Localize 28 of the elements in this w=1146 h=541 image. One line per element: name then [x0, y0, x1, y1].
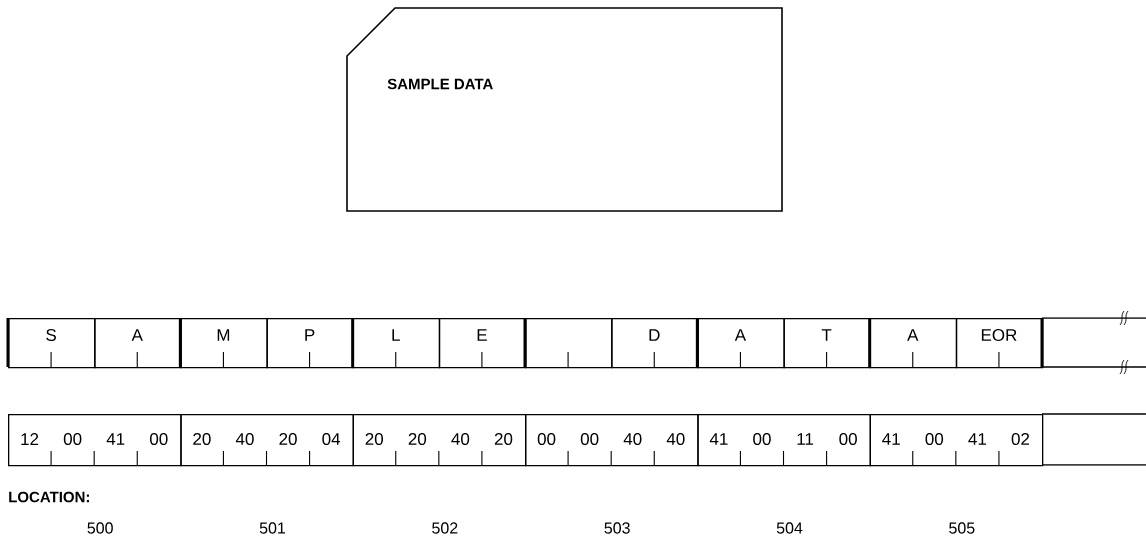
- location-number: 505: [949, 522, 975, 534]
- location-heading: LOCATION:: [9, 491, 89, 503]
- character-cell: A: [869, 318, 958, 369]
- location-number: 500: [87, 522, 113, 534]
- location-number: 501: [259, 522, 286, 534]
- character-cell: D: [611, 318, 699, 369]
- location-number: 504: [776, 522, 803, 534]
- word-cell: 00 00 40 40: [525, 414, 699, 467]
- character-cell: [525, 318, 613, 369]
- character-cell: EOR: [955, 318, 1044, 369]
- character-cell: S: [8, 318, 96, 369]
- character-cell: P: [266, 318, 354, 369]
- character-cell: T: [783, 318, 871, 369]
- word-cell: 12 00 41 00: [8, 414, 182, 467]
- character-cell: E: [438, 318, 527, 369]
- character-cell: A: [697, 318, 785, 369]
- open-cell: [1041, 413, 1146, 466]
- location-number: 503: [604, 522, 630, 534]
- card-drawing: SAMPLE DATA: [346, 7, 783, 212]
- character-cell: M: [180, 318, 268, 369]
- word-cell: 20 20 40 20: [352, 414, 527, 467]
- character-cell: A: [94, 318, 182, 369]
- character-cell: L: [352, 318, 441, 369]
- word-cell: 41 00 11 00: [697, 414, 871, 467]
- word-cell: 41 00 41 02: [869, 414, 1044, 467]
- word-cell: 20 40 20 04: [180, 414, 354, 467]
- open-cell: [1041, 310, 1146, 375]
- location-number: 502: [432, 522, 458, 534]
